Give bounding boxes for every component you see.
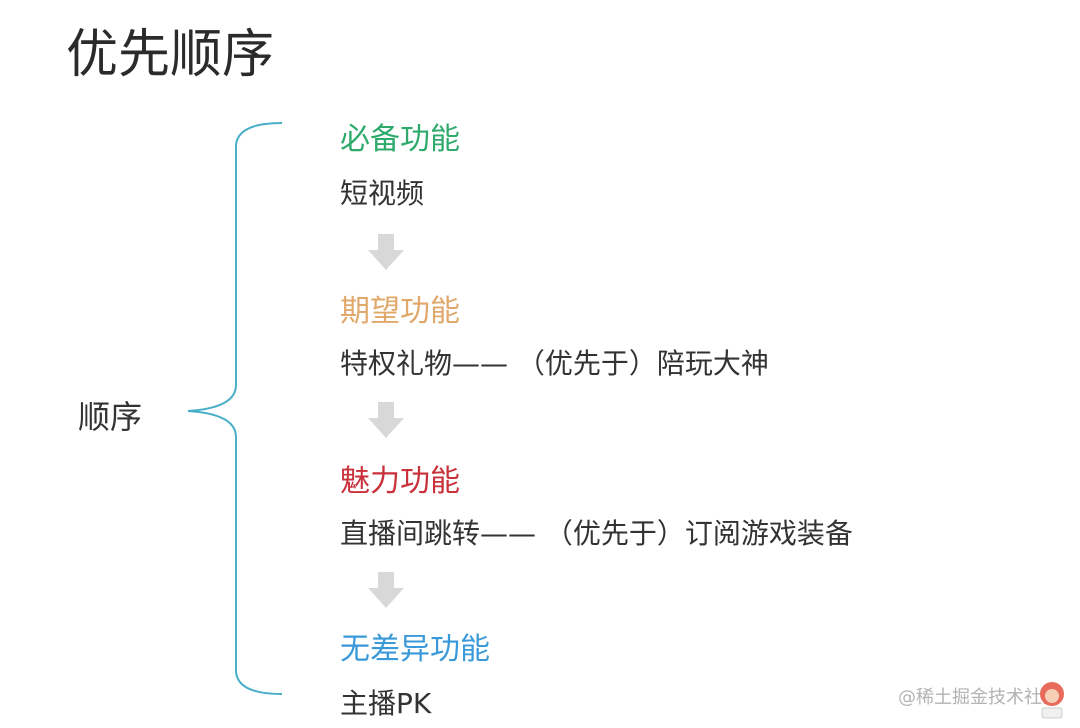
tier-name-attractive: 魅力功能 xyxy=(340,464,460,499)
tier-desc-expected: 特权礼物—— （优先于）陪玩大神 xyxy=(340,347,769,380)
sequence-label: 顺序 xyxy=(78,398,143,436)
curly-brace xyxy=(187,122,283,695)
tier-desc-essential: 短视频 xyxy=(340,177,425,210)
tier-name-indifferent: 无差异功能 xyxy=(340,632,490,667)
avatar-icon xyxy=(1040,682,1064,719)
tier-desc-attractive: 直播间跳转—— （优先于）订阅游戏装备 xyxy=(340,517,853,550)
down-arrow-icon xyxy=(368,234,404,270)
page-title: 优先顺序 xyxy=(66,25,275,85)
tier-name-expected: 期望功能 xyxy=(340,294,460,329)
tier-name-essential: 必备功能 xyxy=(340,122,460,157)
down-arrow-icon xyxy=(368,402,404,438)
down-arrow-icon xyxy=(368,572,404,608)
tier-desc-indifferent: 主播PK xyxy=(340,687,432,720)
watermark: @稀土掘金技术社区 xyxy=(898,687,1060,708)
